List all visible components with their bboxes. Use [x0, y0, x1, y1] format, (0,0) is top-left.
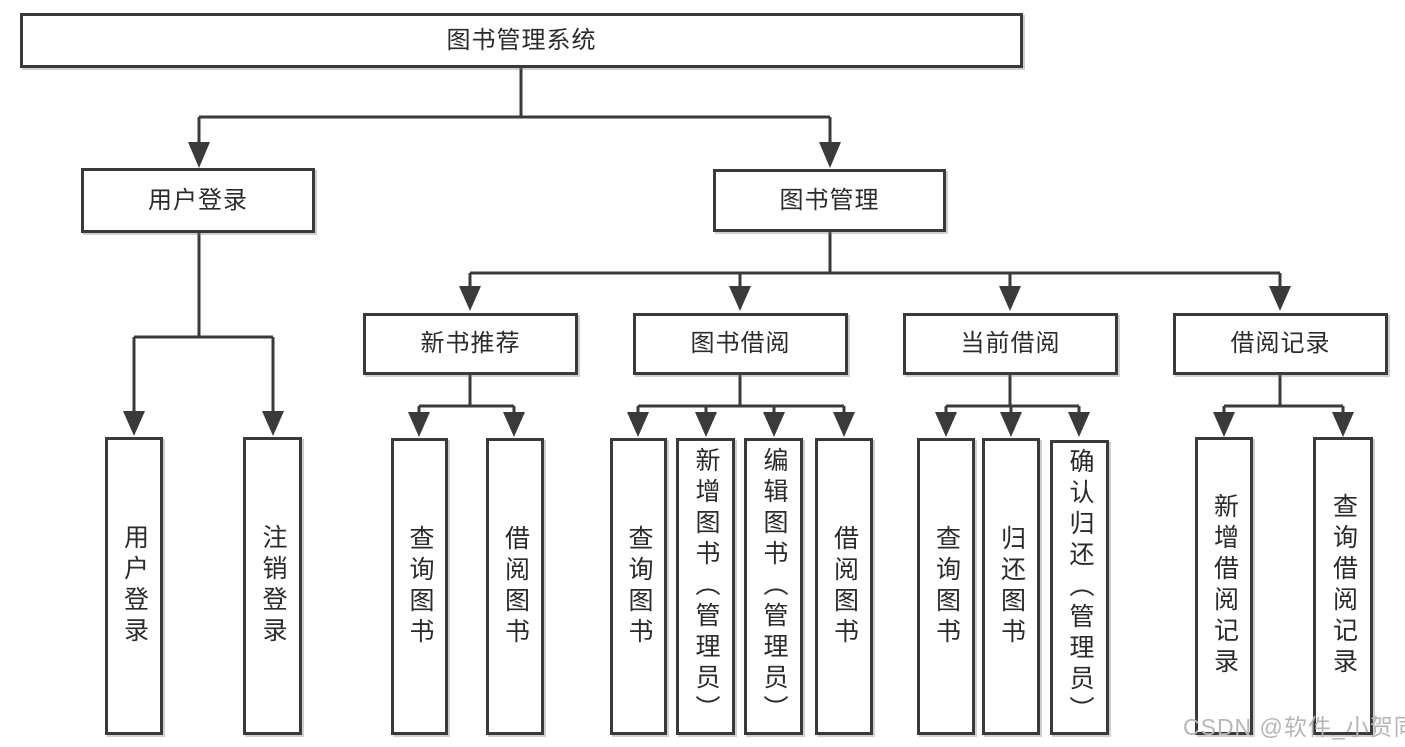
node-bb-query-book: 查询图书 [610, 438, 667, 735]
node-nbr-borrow-book: 借阅图书 [486, 438, 544, 735]
node-library-management-system: 图书管理系统 [20, 13, 1023, 68]
node-book-borrow: 图书借阅 [633, 313, 848, 375]
node-user-login-group: 用户登录 [81, 168, 315, 233]
node-book-management: 图书管理 [713, 169, 946, 232]
node-nbr-query-book: 查询图书 [391, 438, 448, 735]
node-logout: 注销登录 [243, 437, 302, 735]
watermark: CSDN @软件_小贺同学 [1183, 714, 1405, 740]
node-cb-query-book: 查询图书 [917, 438, 975, 735]
connector-segments [132, 68, 1345, 413]
node-br-query-record: 查询借阅记录 [1313, 437, 1373, 735]
node-cb-return-book: 归还图书 [982, 438, 1040, 735]
arrowheads [123, 142, 1354, 437]
node-br-add-record: 新增借阅记录 [1195, 437, 1253, 735]
node-bb-edit-book-admin: 编辑图书（管理员） [744, 438, 803, 735]
node-current-borrow: 当前借阅 [903, 313, 1118, 375]
node-bb-add-book-admin: 新增图书（管理员） [676, 438, 735, 735]
node-bb-borrow-book: 借阅图书 [815, 438, 873, 735]
node-new-book-recommend: 新书推荐 [363, 313, 578, 375]
node-borrow-records: 借阅记录 [1173, 313, 1388, 375]
node-user-login: 用户登录 [105, 437, 163, 735]
node-cb-confirm-return-admin: 确认归还（管理员） [1050, 440, 1109, 735]
